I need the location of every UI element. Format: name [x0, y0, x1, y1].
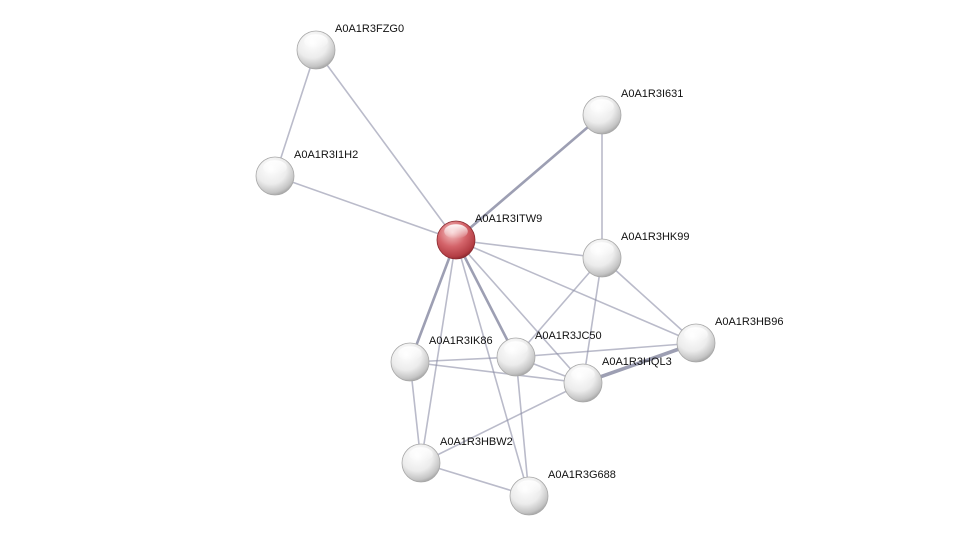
- node-a0a1r3hk99[interactable]: A0A1R3HK99: [582, 231, 690, 278]
- node-highlight: [263, 160, 287, 175]
- node-highlight: [684, 327, 708, 342]
- node-label: A0A1R3JC50: [535, 330, 602, 342]
- edge-A0A1R3ITW9-A0A1R3HB96: [455, 239, 697, 344]
- edge-A0A1R3HB96-A0A1R3HQL3: [581, 341, 698, 385]
- edge-A0A1R3ITW9-A0A1R3HK99: [455, 239, 603, 259]
- node-highlight: [517, 480, 541, 495]
- node-label: A0A1R3FZG0: [335, 23, 404, 35]
- edge-A0A1R3HK99-A0A1R3JC50: [515, 257, 603, 358]
- node-label: A0A1R3ITW9: [475, 213, 542, 225]
- node-label: A0A1R3I631: [621, 88, 683, 100]
- edge-A0A1R3I631-A0A1R3ITW9: [454, 113, 604, 242]
- node-a0a1r3jc50[interactable]: A0A1R3JC50: [496, 330, 602, 377]
- edge-A0A1R3FZG0-A0A1R3I1H2: [274, 49, 317, 177]
- node-a0a1r3itw9[interactable]: A0A1R3ITW9: [436, 213, 542, 260]
- edge-A0A1R3ITW9-A0A1R3G688: [455, 239, 530, 497]
- node-label: A0A1R3IK86: [429, 335, 493, 347]
- edge-A0A1R3I1H2-A0A1R3ITW9: [274, 175, 457, 241]
- edge-A0A1R3IK86-A0A1R3HQL3: [409, 361, 584, 384]
- node-highlight: [304, 34, 328, 49]
- edge-layer: [274, 49, 698, 497]
- node-highlight: [409, 447, 433, 462]
- node-label: A0A1R3HBW2: [440, 436, 513, 448]
- edge-A0A1R3ITW9-A0A1R3HBW2: [420, 239, 457, 464]
- node-a0a1r3i1h2[interactable]: A0A1R3I1H2: [255, 149, 358, 196]
- node-a0a1r3ik86[interactable]: A0A1R3IK86: [390, 335, 493, 382]
- edge-A0A1R3JC50-A0A1R3G688: [515, 356, 530, 497]
- node-label: A0A1R3HB96: [715, 316, 784, 328]
- node-highlight: [590, 242, 614, 257]
- node-highlight: [444, 224, 468, 239]
- node-label: A0A1R3G688: [548, 469, 616, 481]
- node-highlight: [504, 341, 528, 356]
- edge-A0A1R3HK99-A0A1R3HB96: [601, 257, 697, 344]
- node-highlight: [571, 367, 595, 382]
- edge-A0A1R3HQL3-A0A1R3HBW2: [420, 382, 584, 464]
- node-a0a1r3fzg0[interactable]: A0A1R3FZG0: [296, 23, 404, 70]
- edge-A0A1R3ITW9-A0A1R3JC50: [454, 238, 518, 359]
- node-label: A0A1R3I1H2: [294, 149, 358, 161]
- node-a0a1r3g688[interactable]: A0A1R3G688: [509, 469, 616, 516]
- node-a0a1r3hql3[interactable]: A0A1R3HQL3: [563, 356, 672, 403]
- node-a0a1r3hb96[interactable]: A0A1R3HB96: [676, 316, 784, 363]
- edge-A0A1R3ITW9-A0A1R3HQL3: [455, 239, 584, 384]
- edge-A0A1R3FZG0-A0A1R3ITW9: [315, 49, 457, 241]
- node-highlight: [398, 346, 422, 361]
- node-label: A0A1R3HK99: [621, 231, 690, 243]
- node-a0a1r3i631[interactable]: A0A1R3I631: [582, 88, 683, 135]
- edge-A0A1R3HB96-A0A1R3JC50: [515, 342, 697, 358]
- node-label: A0A1R3HQL3: [602, 356, 672, 368]
- node-a0a1r3hbw2[interactable]: A0A1R3HBW2: [401, 436, 513, 483]
- node-highlight: [590, 99, 614, 114]
- edge-A0A1R3ITW9-A0A1R3IK86: [408, 238, 458, 364]
- edge-A0A1R3HK99-A0A1R3HQL3: [582, 257, 603, 384]
